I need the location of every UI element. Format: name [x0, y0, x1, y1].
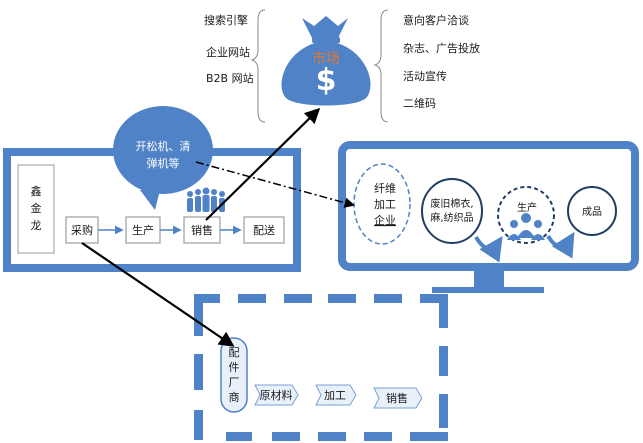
arrow-bubble-to-enterprise [195, 161, 356, 208]
svg-text:$: $ [316, 63, 337, 98]
supplier-step-raw [254, 384, 299, 406]
step-label-produce: 生产 [132, 223, 154, 237]
curve-arrow-1 [474, 235, 503, 263]
arrow-sales-to-market [205, 107, 321, 221]
supplier-step-sales [373, 387, 423, 409]
waste-line-1: 废旧棉衣, [430, 197, 473, 210]
supplier-name-char-2: 件 [229, 361, 240, 374]
company-name-char-2: 金 [31, 201, 42, 215]
market-right-item-4: 二维码 [403, 97, 436, 110]
product-label: 成品 [582, 206, 602, 218]
market-right-item-3: 活动宣传 [403, 69, 447, 83]
company-name-char-3: 龙 [31, 219, 42, 232]
produce-label: 生产 [517, 201, 537, 214]
step-box-sales [183, 216, 221, 244]
supplier-step-process-label: 加工 [324, 389, 346, 402]
arrow-procure-to-supplier [81, 242, 235, 347]
waste-circle [421, 178, 483, 244]
right-brace [373, 9, 389, 123]
supplier-name-char-4: 商 [229, 390, 240, 404]
step-box-delivery [243, 216, 285, 244]
market-left-item-1: 搜索引擎 [204, 13, 248, 27]
enterprise-line-2: 加工 [374, 198, 396, 211]
supplier-name-char-1: 配 [229, 346, 240, 359]
step-box-produce [125, 216, 161, 244]
bubble-line-2: 弹机等 [147, 156, 180, 170]
people-icon [187, 187, 225, 212]
market-left-item-3: B2B 网站 [206, 71, 254, 85]
step-label-procure: 采购 [71, 223, 93, 237]
waste-line-2: 麻,纺织品 [430, 211, 473, 224]
market-left-item-2: 企业网站 [206, 45, 250, 59]
supplier-frame [194, 294, 448, 441]
curve-arrow-2 [546, 231, 575, 259]
supplier-step-sales-label: 销售 [386, 391, 408, 405]
company-name-char-1: 鑫 [31, 184, 42, 198]
bag-label: 市场 [312, 50, 340, 67]
market-right-item-2: 杂志、广告投放 [403, 41, 480, 55]
money-bag-icon: $ [281, 16, 371, 106]
bubble-line-1: 开松机、清 [136, 139, 191, 153]
market-right-item-1: 意向客户洽谈 [403, 13, 469, 27]
equipment-bubble [113, 106, 213, 210]
enterprise-line-1: 纤维 [374, 182, 396, 195]
supplier-name-char-3: 厂 [229, 376, 240, 389]
enterprise-line-3: 企业 [374, 213, 396, 227]
produce-people-icon [507, 213, 545, 240]
left-brace [250, 9, 266, 123]
supplier-step-process [315, 384, 357, 406]
company-name-box [17, 164, 55, 254]
step-label-delivery: 配送 [253, 223, 275, 237]
product-circle [567, 186, 617, 236]
supplier-step-raw-label: 原材料 [260, 388, 293, 402]
step-label-sales: 销售 [191, 223, 213, 237]
monitor-frame [338, 141, 639, 293]
